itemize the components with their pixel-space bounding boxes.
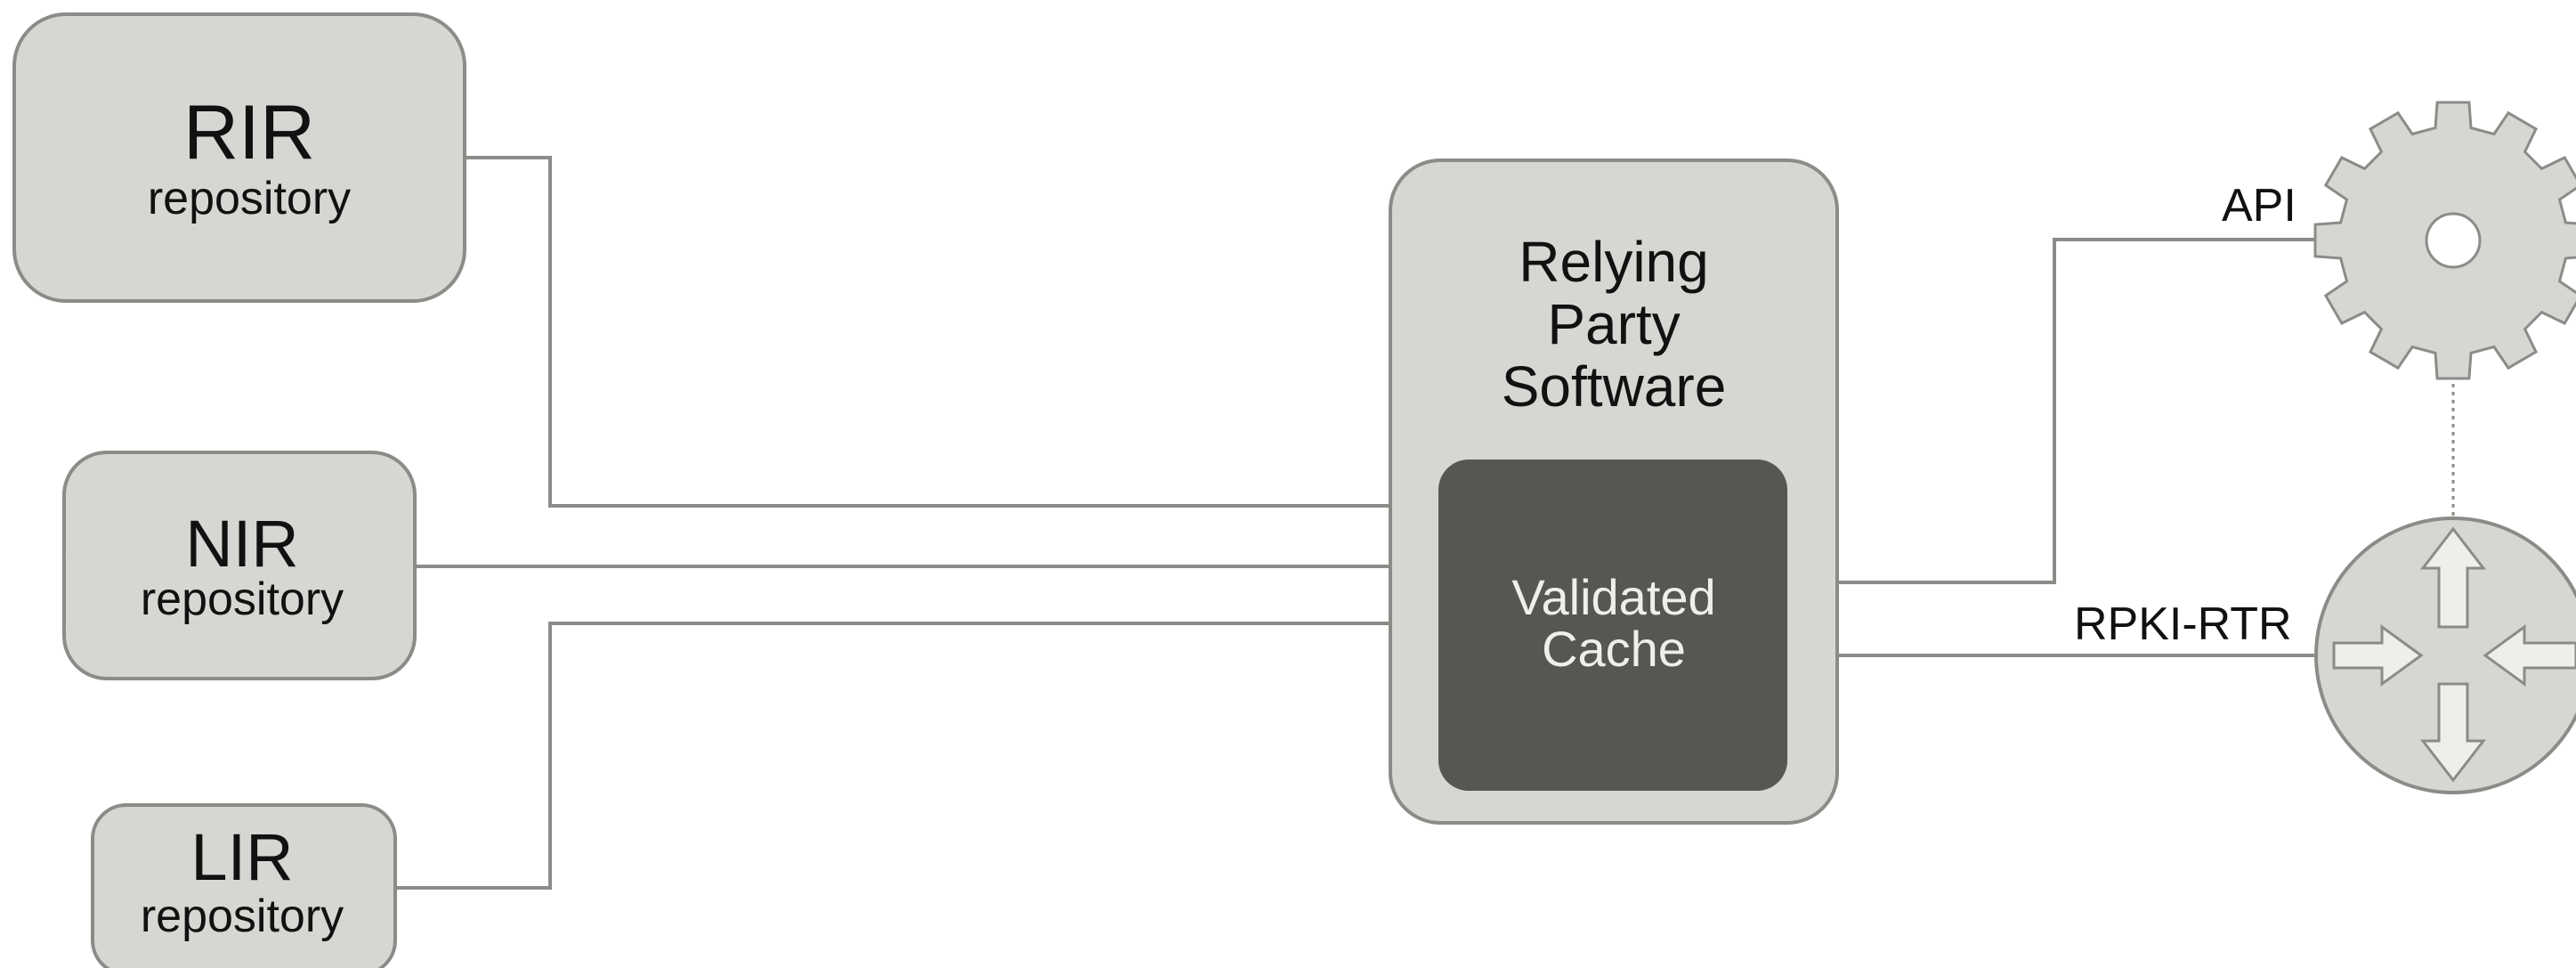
rir-subtitle: repository [148,173,351,224]
nir-title: NIR [185,507,298,581]
rir-repository-box: RIR repository [12,12,466,303]
nir-repository-box: NIR repository [62,451,417,680]
rir-title: RIR [183,90,315,175]
relying-party-line-1: Relying [1519,230,1708,294]
rir-connector [465,156,1390,508]
lir-title: LIR [190,820,293,894]
router-arrow-down [2419,682,2487,783]
validated-cache-box: Validated Cache [1438,460,1787,791]
gear-icon [2313,101,2576,380]
nir-subtitle: repository [141,573,344,625]
router-arrow-up [2419,526,2487,629]
relying-party-line-2: Party [1547,292,1680,356]
lir-subtitle: repository [141,891,344,942]
router-arrow-right [2483,624,2576,687]
router-arrow-left [2332,624,2424,687]
relying-party-line-3: Software [1502,354,1727,419]
cache-line-1: Validated [1511,569,1715,625]
lir-repository-box: LIR repository [91,803,397,968]
api-connector [1837,238,2316,584]
cache-line-2: Cache [1542,621,1686,677]
router-icon [2314,517,2576,794]
api-label: API [2222,180,2297,232]
rpki-rtr-label: RPKI-RTR [2074,598,2292,650]
lir-connector [395,622,1390,890]
